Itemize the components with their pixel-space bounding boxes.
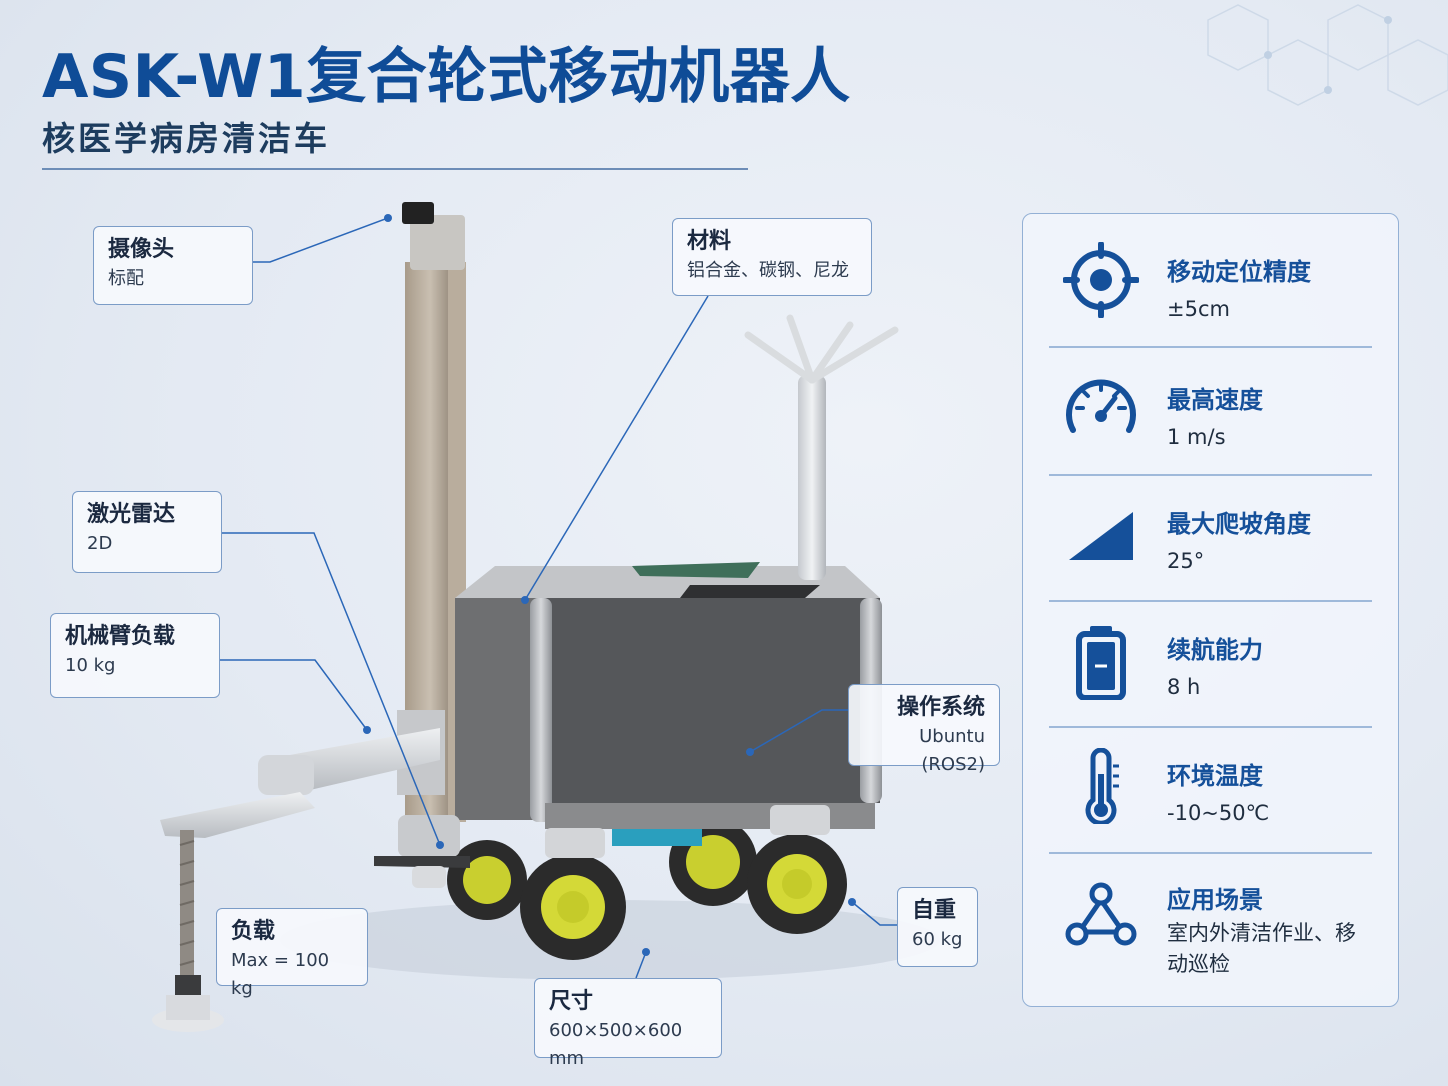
spec-label: 最大爬坡角度 bbox=[1167, 510, 1311, 538]
spec-divider bbox=[1049, 726, 1372, 728]
callout-size-value: 600×500×600 mm bbox=[549, 1020, 683, 1069]
spec-value: 25° bbox=[1167, 549, 1205, 573]
page-title: ASK-W1复合轮式移动机器人 bbox=[42, 42, 851, 112]
robot-illustration bbox=[152, 202, 940, 1032]
spray-pole bbox=[798, 375, 826, 580]
chassis-side bbox=[455, 598, 540, 820]
slope-icon bbox=[1069, 512, 1133, 560]
spec-value: -10~50℃ bbox=[1167, 801, 1270, 825]
spec-item-speed: 最高速度 1 m/s bbox=[1023, 348, 1398, 474]
callout-lidar: 激光雷达 2D bbox=[72, 491, 222, 573]
spec-divider bbox=[1049, 346, 1372, 348]
front-wheel-right bbox=[747, 834, 847, 934]
title-divider bbox=[42, 168, 748, 170]
callout-payload-value: Max = 100 kg bbox=[231, 950, 330, 999]
hexagon-pattern-decoration bbox=[1207, 4, 1448, 106]
callout-os: 操作系统 Ubuntu (ROS2) bbox=[848, 684, 1000, 775]
spec-value: 室内外清洁作业、移动巡检 bbox=[1167, 921, 1356, 976]
callout-size-label: 尺寸 bbox=[549, 989, 594, 1014]
callout-camera-label: 摄像头 bbox=[108, 237, 175, 262]
callout-os-label: 操作系统 bbox=[896, 695, 985, 720]
arm-link-1 bbox=[160, 792, 315, 838]
callout-lidar-value: 2D bbox=[87, 533, 113, 554]
spec-label: 移动定位精度 bbox=[1167, 258, 1311, 286]
callout-weight-value: 60 kg bbox=[912, 929, 963, 950]
spec-value: 1 m/s bbox=[1167, 425, 1226, 449]
speedometer-icon bbox=[1066, 379, 1136, 433]
callout-lidar-label: 激光雷达 bbox=[87, 502, 176, 527]
green-lid bbox=[632, 562, 760, 578]
callout-material: 材料 铝合金、碳钢、尼龙 bbox=[672, 218, 872, 296]
spec-value: ±5cm bbox=[1167, 297, 1230, 321]
callout-material-label: 材料 bbox=[687, 229, 732, 254]
callout-arm-payload: 机械臂负载 10 kg bbox=[50, 613, 220, 698]
front-wheel-left bbox=[520, 854, 626, 960]
callout-size: 尺寸 600×500×600 mm bbox=[534, 978, 722, 1069]
spec-divider bbox=[1049, 474, 1372, 476]
spec-divider bbox=[1049, 852, 1372, 854]
spec-label: 环境温度 bbox=[1167, 762, 1263, 790]
callout-arm-payload-label: 机械臂负载 bbox=[65, 624, 176, 649]
callout-weight: 自重 60 kg bbox=[897, 887, 978, 967]
network-icon bbox=[1065, 882, 1137, 946]
callout-camera-value: 标配 bbox=[108, 268, 144, 289]
spec-item-positioning: 移动定位精度 ±5cm bbox=[1023, 220, 1398, 346]
page-subtitle: 核医学病房清洁车 bbox=[42, 119, 330, 158]
thermometer-icon bbox=[1085, 748, 1119, 824]
spec-divider bbox=[1049, 600, 1372, 602]
callout-arm-payload-value: 10 kg bbox=[65, 655, 116, 676]
battery-icon bbox=[1076, 626, 1126, 700]
spec-panel: 移动定位精度 ±5cm 最高速度 1 m/s 最大爬坡角度 25° bbox=[1022, 213, 1399, 1007]
callout-material-value: 铝合金、碳钢、尼龙 bbox=[687, 260, 849, 281]
camera-head bbox=[402, 202, 434, 224]
spec-item-temperature: 环境温度 -10~50℃ bbox=[1023, 728, 1398, 854]
target-icon bbox=[1063, 242, 1139, 318]
spec-item-endurance: 续航能力 8 h bbox=[1023, 602, 1398, 728]
callout-os-value: Ubuntu (ROS2) bbox=[919, 726, 985, 775]
callout-payload-label: 负载 bbox=[231, 919, 276, 944]
spec-item-scenario: 应用场景 室内外清洁作业、移动巡检 bbox=[1023, 854, 1398, 1004]
chassis-body bbox=[540, 598, 880, 803]
spec-label: 续航能力 bbox=[1167, 636, 1263, 664]
spec-label: 最高速度 bbox=[1167, 386, 1263, 414]
callout-camera: 摄像头 标配 bbox=[93, 226, 253, 305]
spec-value: 8 h bbox=[1167, 675, 1201, 699]
spec-item-slope: 最大爬坡角度 25° bbox=[1023, 476, 1398, 602]
spec-label: 应用场景 bbox=[1167, 886, 1263, 914]
callout-weight-label: 自重 bbox=[912, 898, 957, 923]
callout-payload: 负载 Max = 100 kg bbox=[216, 908, 368, 999]
